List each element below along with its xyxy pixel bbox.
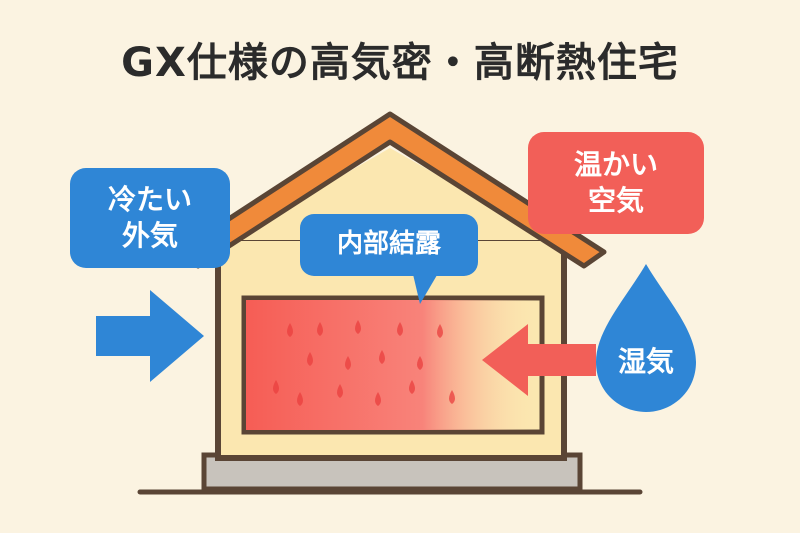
arrow-right-icon (96, 290, 204, 382)
cold-outside-air-label: 冷たい 外気 (70, 168, 230, 268)
warm-air-line1: 温かい (573, 147, 658, 181)
page-title: GX仕様の高気密・高断熱住宅 (121, 40, 679, 86)
water-drop-icon (596, 264, 696, 412)
warm-air-line2: 空気 (587, 184, 644, 217)
cold-air-line2: 外気 (121, 219, 178, 252)
condensation-bubble-tail (412, 270, 440, 304)
warm-air-label: 温かい 空気 (528, 132, 704, 234)
humidity-label: 湿気 (617, 345, 674, 378)
internal-condensation-label: 内部結露 (300, 214, 478, 276)
arrow-left-icon (482, 324, 596, 396)
condensation-drops (273, 320, 455, 406)
cold-air-line1: 冷たい (107, 182, 192, 216)
